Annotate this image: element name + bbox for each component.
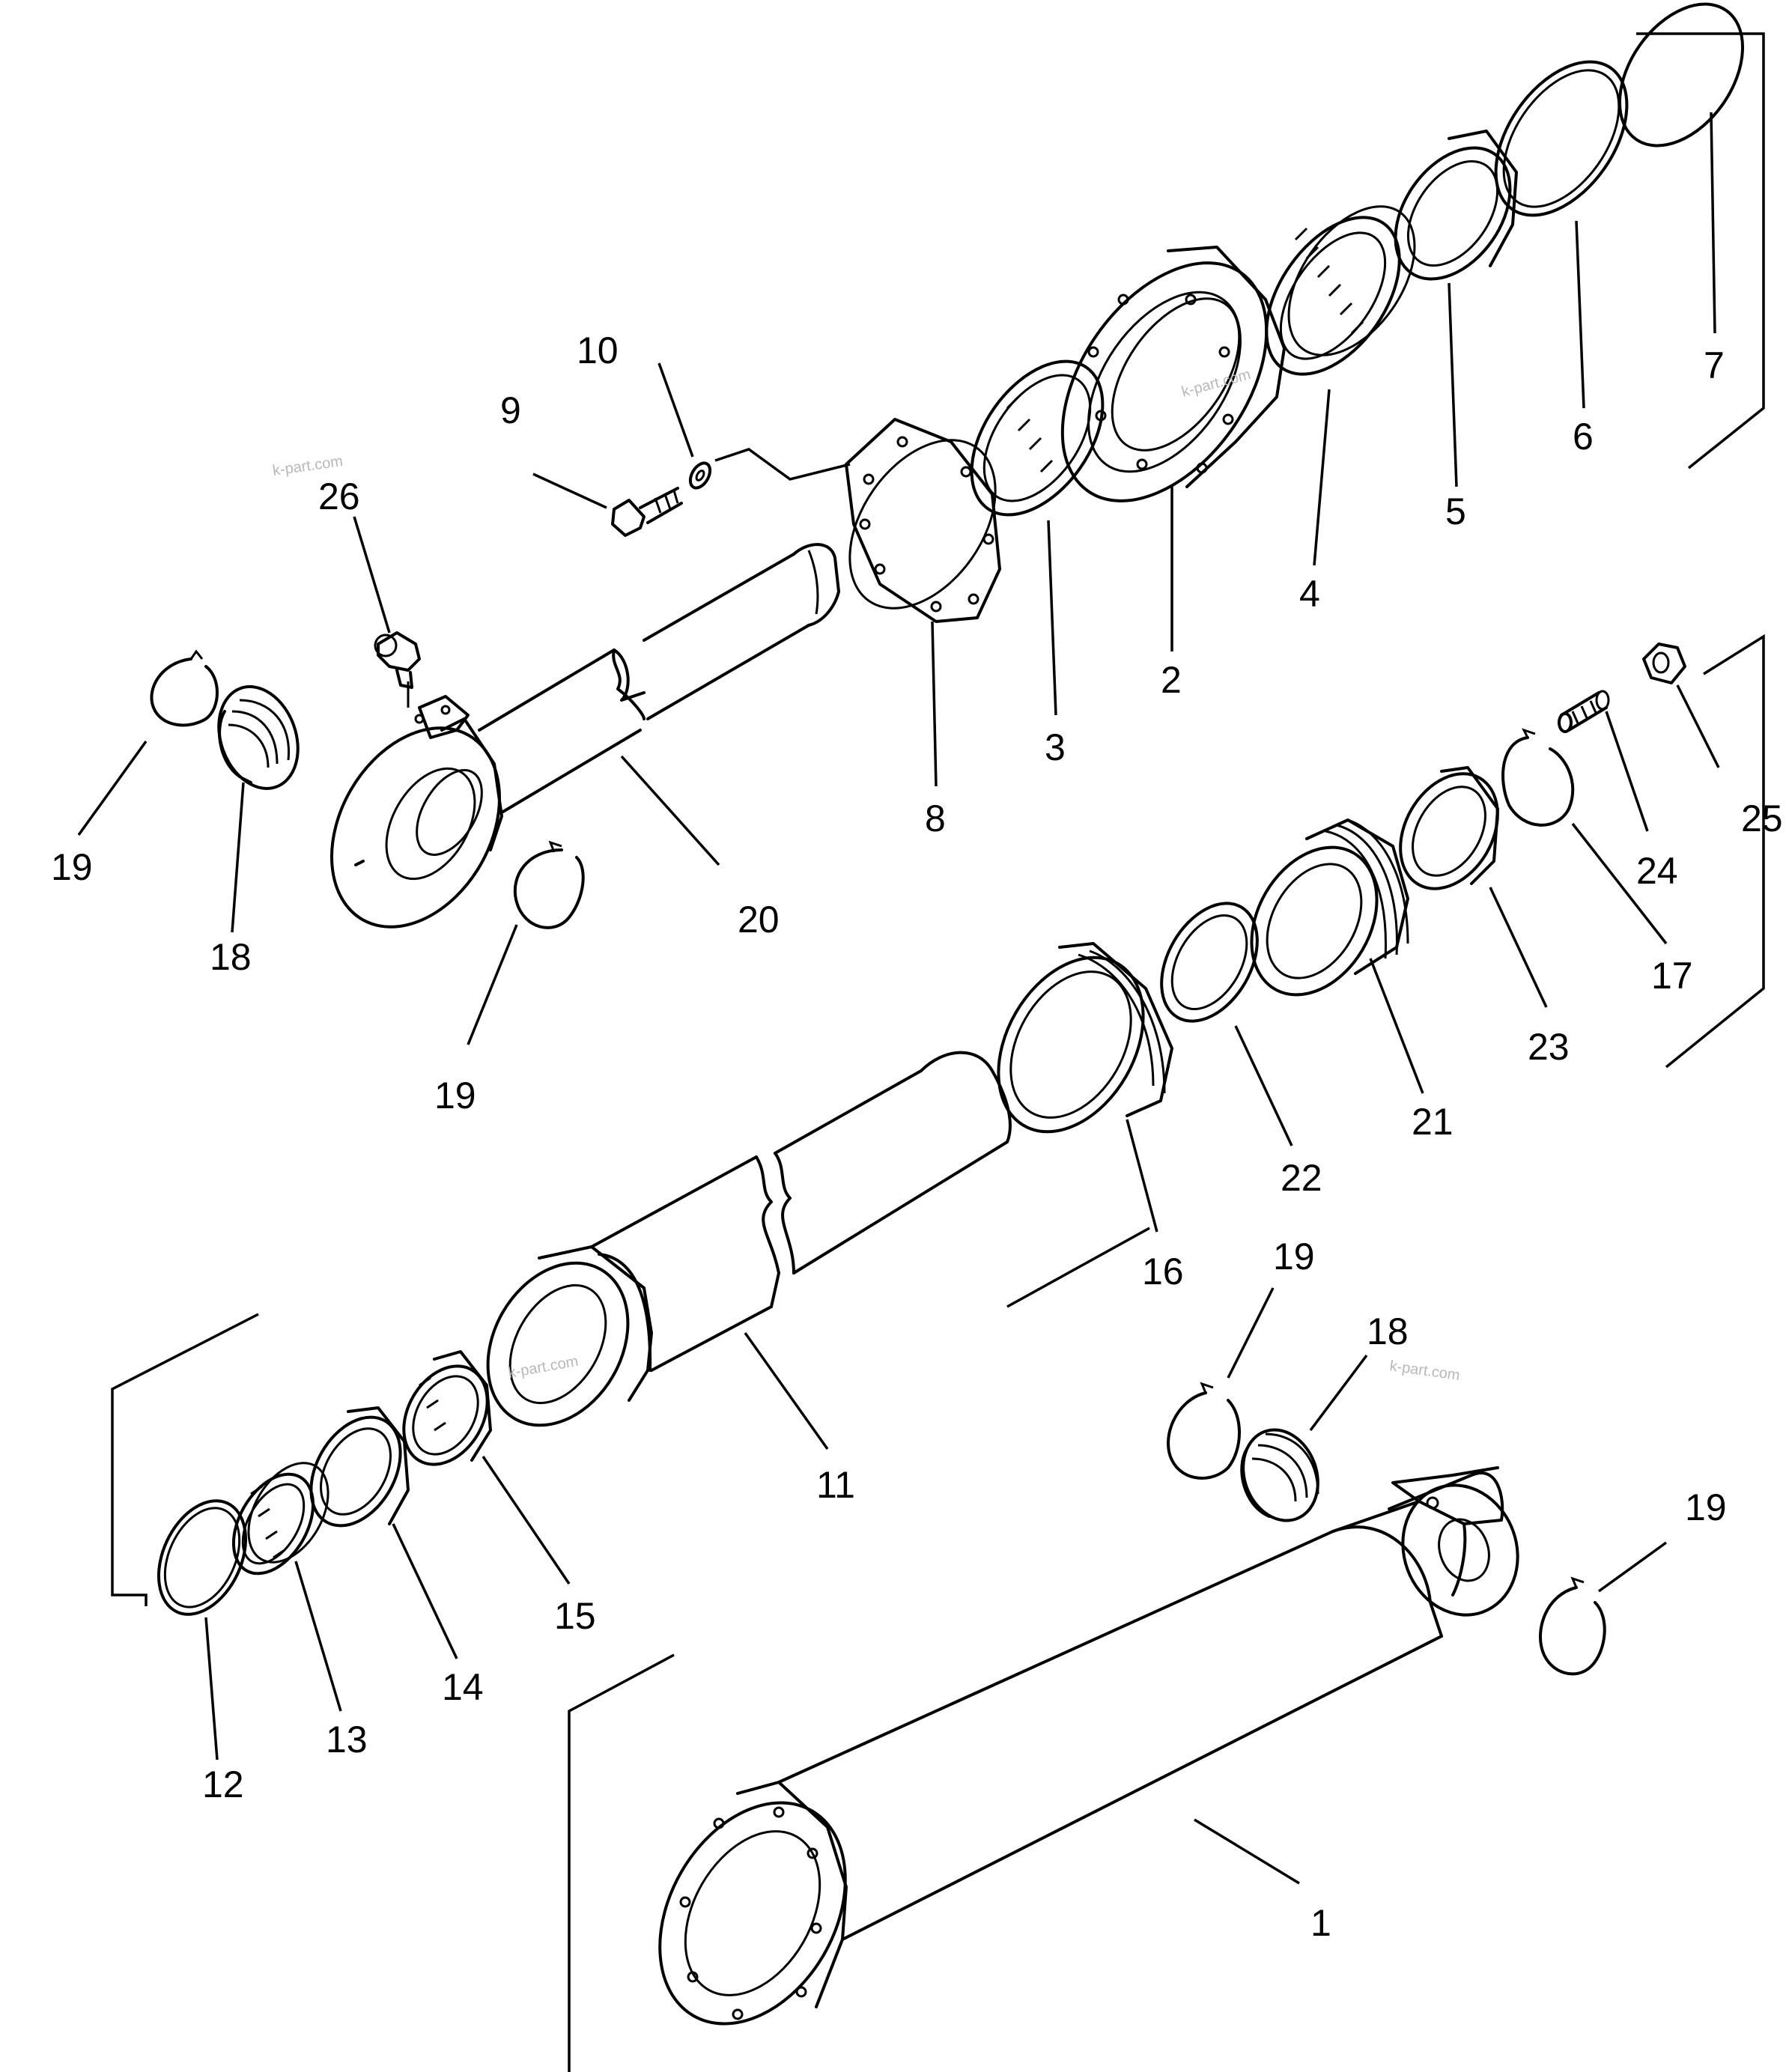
callout-15: 15 (554, 1595, 596, 1637)
callout-19: 19 (434, 1075, 476, 1116)
watermark-text: k-part.com (507, 1353, 580, 1382)
callout-6: 6 (1573, 416, 1594, 458)
cylinder-tube-part-1 (658, 1466, 1519, 2026)
piston-part-21 (1250, 818, 1409, 997)
callout-20: 20 (738, 899, 780, 941)
seal-ring-part-22 (1160, 902, 1259, 1023)
rod-packing-part-4 (1265, 205, 1416, 376)
flange-plate-part-8 (845, 418, 1001, 623)
ring-part-15 (402, 1350, 492, 1466)
bushing-part-5 (1394, 130, 1518, 281)
callout-7: 7 (1704, 344, 1725, 386)
callout-19: 19 (1273, 1236, 1315, 1277)
snap-ring-part-19-center (1167, 1382, 1241, 1480)
bushing-part-18-lower (1240, 1428, 1319, 1522)
washer-part-10 (688, 461, 712, 490)
snap-ring-part-17 (1501, 728, 1575, 827)
callout-2: 2 (1161, 659, 1182, 701)
bushing-part-18-upper (217, 685, 300, 790)
kit-bracket-cylinder (568, 1653, 675, 2072)
callout-1: 1 (1310, 1902, 1331, 1944)
callout-19: 19 (1685, 1486, 1727, 1528)
bolt-to-plate-leader (714, 448, 851, 481)
callout-18: 18 (210, 936, 252, 978)
inner-tube-part-11: k-part.com (486, 1051, 1012, 1427)
backup-ring-part-6 (1494, 60, 1629, 217)
cylinder-head-part-2: k-part.com (1060, 246, 1286, 502)
callout-13: 13 (326, 1719, 368, 1760)
nut-part-25 (1642, 642, 1686, 684)
ring-part-23 (1399, 766, 1499, 890)
watermark-text: k-part.com (1180, 366, 1253, 401)
callout-19: 19 (51, 846, 93, 888)
callout-12: 12 (202, 1763, 244, 1805)
watermark-text: k-part.com (1388, 1358, 1461, 1384)
bushing-part-14 (309, 1406, 410, 1528)
kit-bracket-piston (1665, 634, 1765, 1069)
callout-4: 4 (1299, 573, 1320, 615)
callout-16: 16 (1142, 1251, 1184, 1292)
kit-bracket-head (1636, 32, 1765, 470)
callout-24: 24 (1636, 850, 1678, 892)
callout-17: 17 (1651, 955, 1693, 997)
callout-18: 18 (1367, 1310, 1409, 1352)
callout-25: 25 (1741, 797, 1783, 839)
callout-21: 21 (1412, 1101, 1454, 1143)
callout-23: 23 (1528, 1026, 1570, 1068)
callout-22: 22 (1281, 1157, 1322, 1199)
snap-ring-part-19-mid (513, 840, 585, 929)
bushing-part-3 (970, 359, 1105, 517)
callout-14: 14 (442, 1666, 484, 1708)
snap-ring-part-19-lower-right (1539, 1576, 1606, 1676)
callout-3: 3 (1045, 726, 1066, 768)
callout-10: 10 (577, 329, 619, 371)
o-ring-part-7 (1618, 2, 1745, 148)
o-ring-part-12 (157, 1499, 248, 1616)
snap-ring-part-19-upper-left (150, 649, 219, 727)
callout-9: 9 (500, 389, 521, 431)
packing-part-13 (231, 1462, 329, 1576)
piston-rod-part-20 (330, 543, 840, 929)
callout-labels: 7 6 5 4 2 3 8 9 10 26 19 18 20 19 25 24 … (51, 329, 1783, 1944)
grease-fitting-part-26 (374, 631, 421, 689)
bolt-part-9 (611, 487, 683, 537)
callout-8: 8 (925, 797, 946, 839)
kit-bracket-bottom (111, 1313, 259, 1606)
leader-lines (77, 112, 1720, 1885)
callout-5: 5 (1445, 490, 1466, 532)
callout-11: 11 (816, 1464, 855, 1506)
piston-ring-part-16 (997, 942, 1173, 1134)
callout-26: 26 (318, 476, 360, 517)
set-screw-part-24 (1558, 690, 1610, 733)
